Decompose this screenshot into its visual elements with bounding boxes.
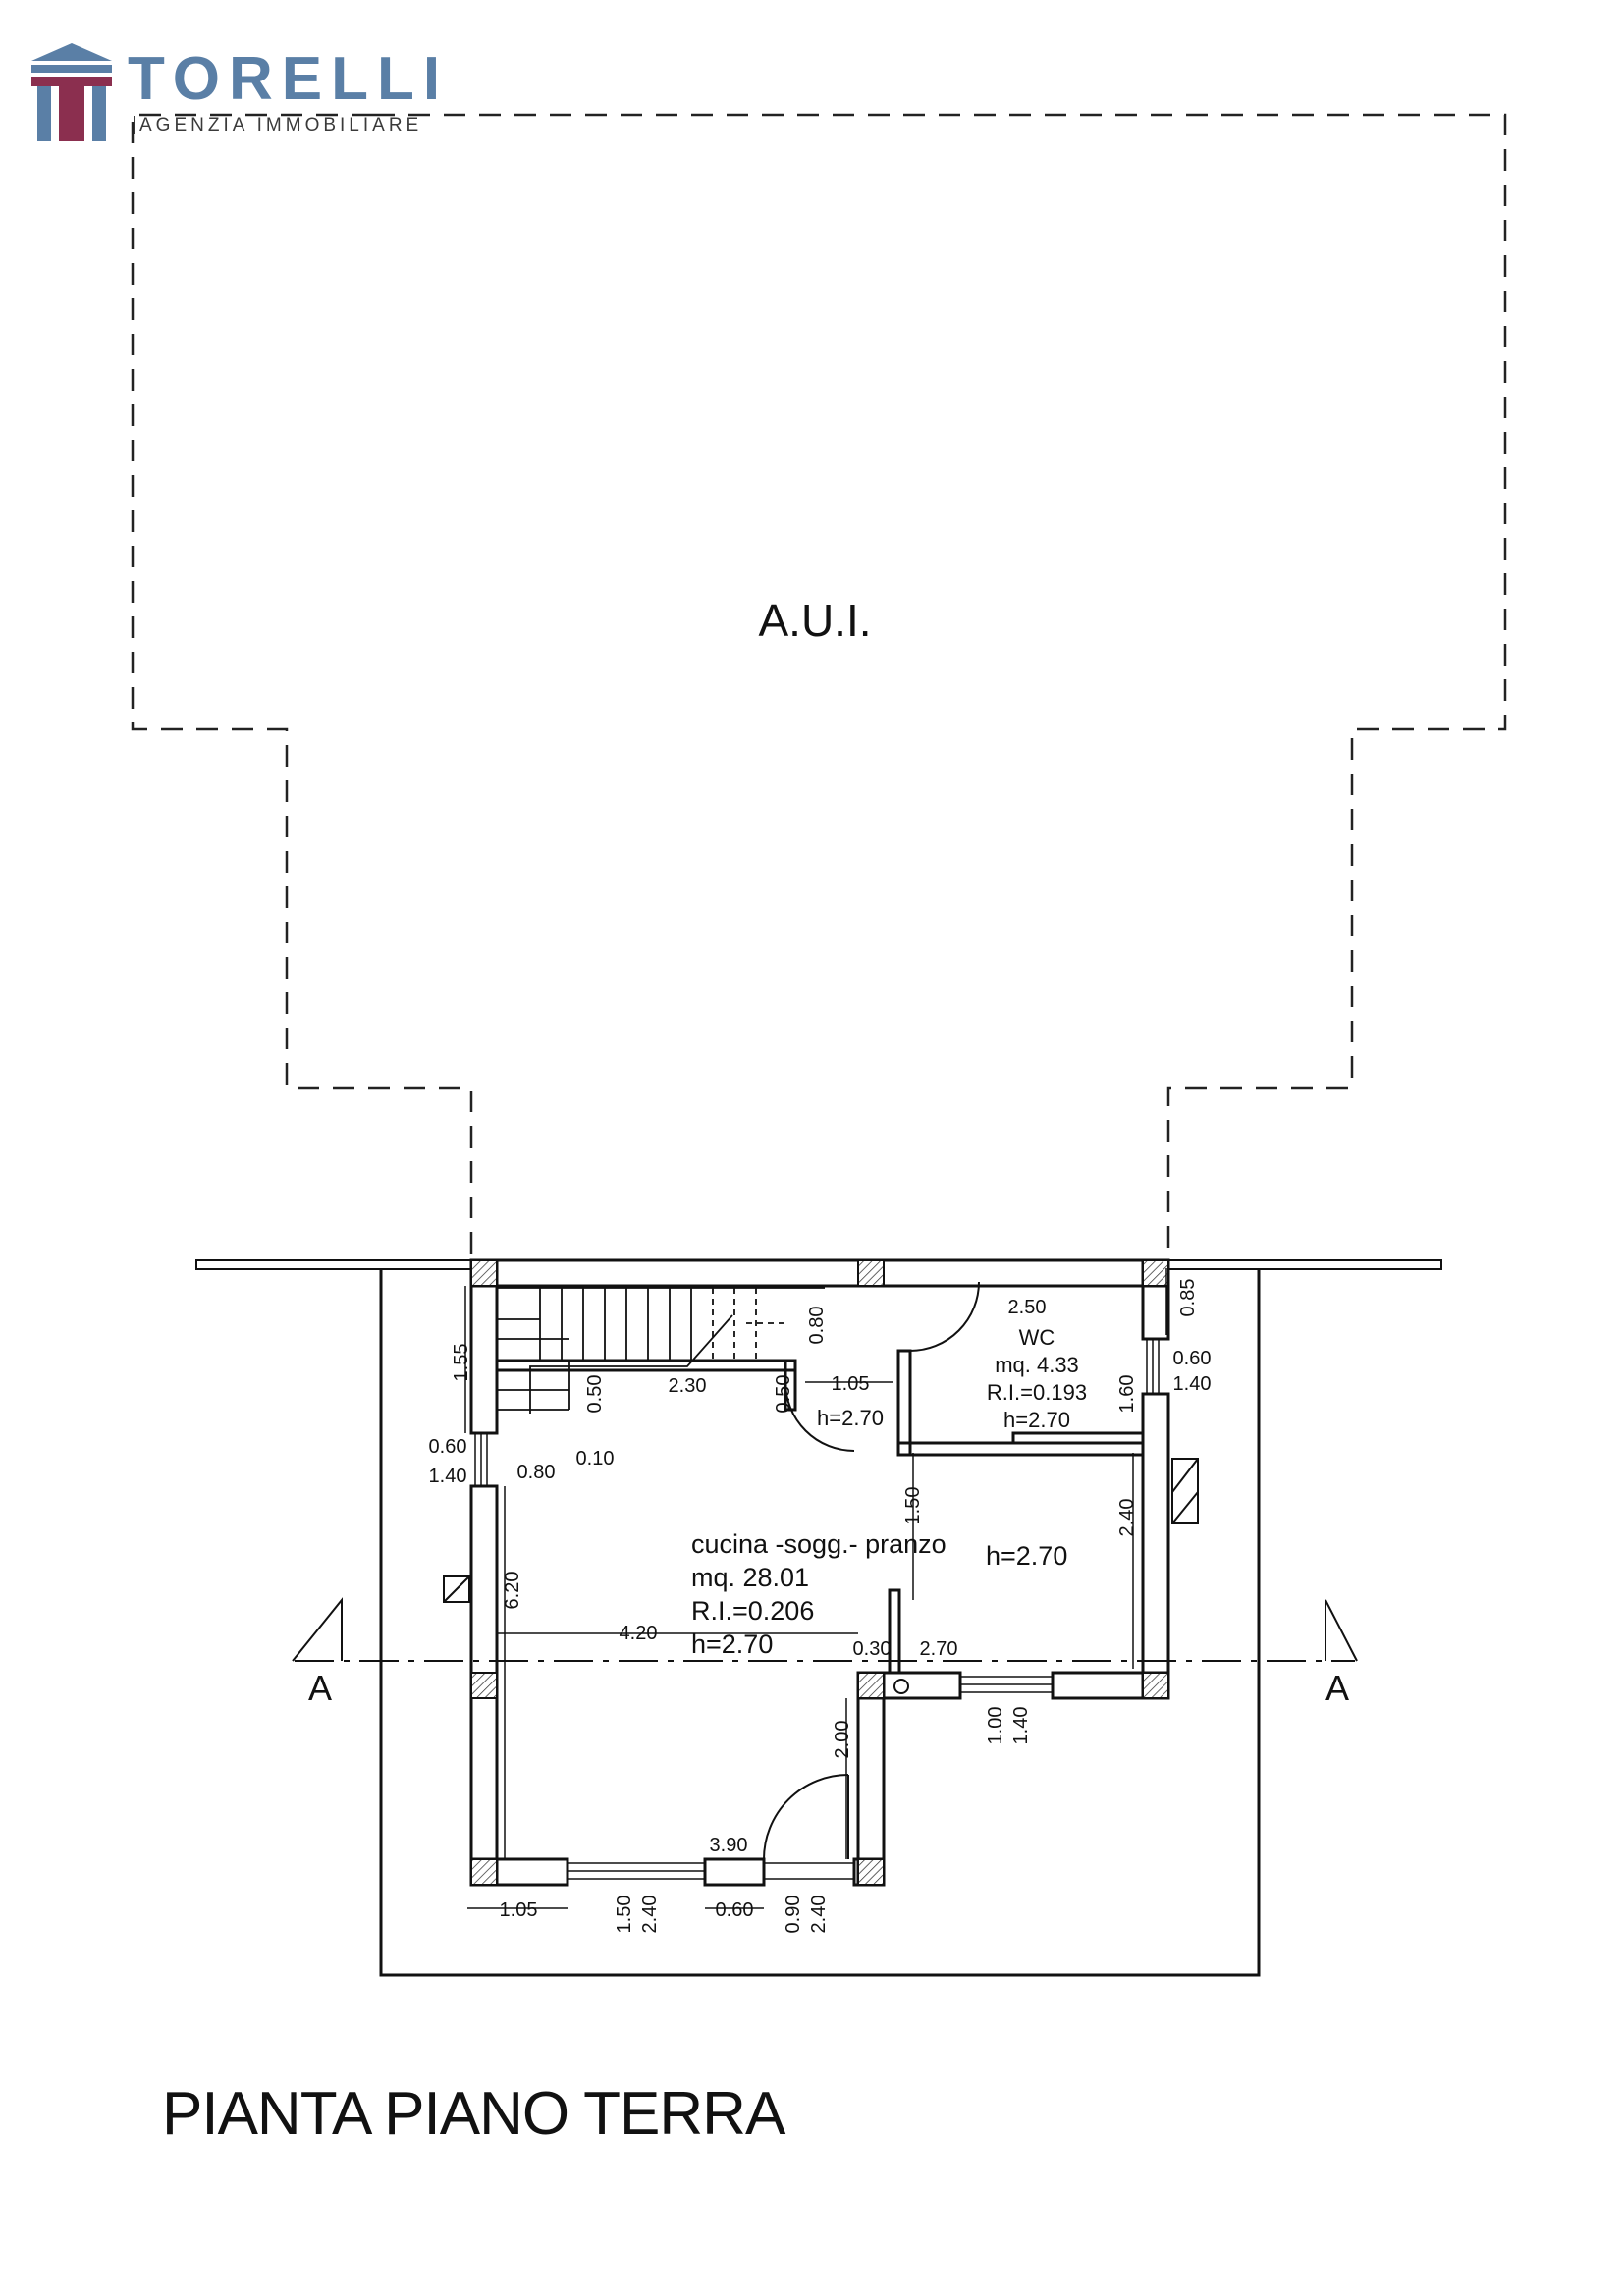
- stair-height: h=2.70: [817, 1406, 884, 1430]
- section-mark-left: A: [308, 1668, 332, 1708]
- dim-080-b: 0.80: [806, 1307, 828, 1345]
- dim-160: 1.60: [1116, 1375, 1138, 1414]
- wc-name: WC: [1019, 1325, 1055, 1350]
- dim-150-a: 1.50: [902, 1487, 924, 1525]
- dim-010: 0.10: [576, 1448, 615, 1469]
- section-line: [292, 1597, 1358, 1662]
- dim-060-b: 0.60: [1173, 1348, 1212, 1369]
- dim-240-b: 2.40: [639, 1896, 661, 1934]
- dim-230: 2.30: [669, 1375, 707, 1397]
- dim-100: 1.00: [985, 1707, 1006, 1745]
- dim-060-a: 0.60: [429, 1436, 467, 1458]
- dim-085: 0.85: [1177, 1279, 1199, 1317]
- kitchen-height-side: h=2.70: [986, 1541, 1067, 1571]
- dim-150-b: 1.50: [614, 1896, 635, 1934]
- drawing-title: PIANTA PIANO TERRA: [162, 2080, 785, 2148]
- kitchen-area: mq. 28.01: [691, 1563, 809, 1592]
- dim-060-c: 0.60: [716, 1899, 754, 1921]
- dim-090: 0.90: [783, 1896, 804, 1934]
- wc-ri: R.I.=0.193: [987, 1380, 1087, 1405]
- dim-140-c: 1.40: [1010, 1707, 1032, 1745]
- dim-420: 4.20: [620, 1623, 658, 1644]
- fixtures: [443, 1458, 1199, 1694]
- lot-boundary: [379, 1268, 1261, 1977]
- brand-tagline: AGENZIA IMMOBILIARE: [134, 116, 422, 134]
- doors: [763, 1281, 980, 1860]
- section-mark-right: A: [1325, 1668, 1349, 1708]
- windows: [474, 1339, 1160, 1880]
- dim-050-b: 0.50: [773, 1375, 794, 1414]
- dim-030: 0.30: [853, 1638, 892, 1660]
- dim-140-b: 1.40: [1173, 1373, 1212, 1395]
- pillars: [470, 1259, 1169, 1886]
- kitchen-ri: R.I.=0.206: [691, 1596, 814, 1626]
- staircase: [497, 1287, 825, 1414]
- dim-050-a: 0.50: [584, 1375, 606, 1414]
- aui-outline: [131, 113, 1507, 1266]
- agency-logo: TORELLI AGENZIA IMMOBILIARE: [31, 43, 463, 141]
- dim-240-a: 2.40: [1116, 1499, 1138, 1537]
- kitchen-height: h=2.70: [691, 1629, 773, 1659]
- dim-390: 3.90: [710, 1835, 748, 1856]
- dim-140-a: 1.40: [429, 1466, 467, 1487]
- wc-height: h=2.70: [1003, 1408, 1070, 1432]
- kitchen-name: cucina -sogg.- pranzo: [691, 1529, 947, 1559]
- dim-620: 6.20: [502, 1572, 523, 1610]
- dimension-lines: [464, 1268, 1167, 1909]
- wc-width: 2.50: [1008, 1297, 1047, 1318]
- dim-080-a: 0.80: [517, 1462, 556, 1483]
- torelli-logo-icon: [31, 43, 112, 141]
- wc-area: mq. 4.33: [995, 1353, 1079, 1377]
- dim-240-c: 2.40: [808, 1896, 830, 1934]
- dim-200: 2.00: [832, 1721, 853, 1759]
- dim-105-b: 1.05: [500, 1899, 538, 1921]
- aui-label: A.U.I.: [758, 595, 871, 646]
- brand-name: TORELLI: [128, 45, 450, 113]
- dim-270: 2.70: [920, 1638, 958, 1660]
- dim-105-a: 1.05: [832, 1373, 870, 1395]
- dim-155: 1.55: [451, 1344, 472, 1382]
